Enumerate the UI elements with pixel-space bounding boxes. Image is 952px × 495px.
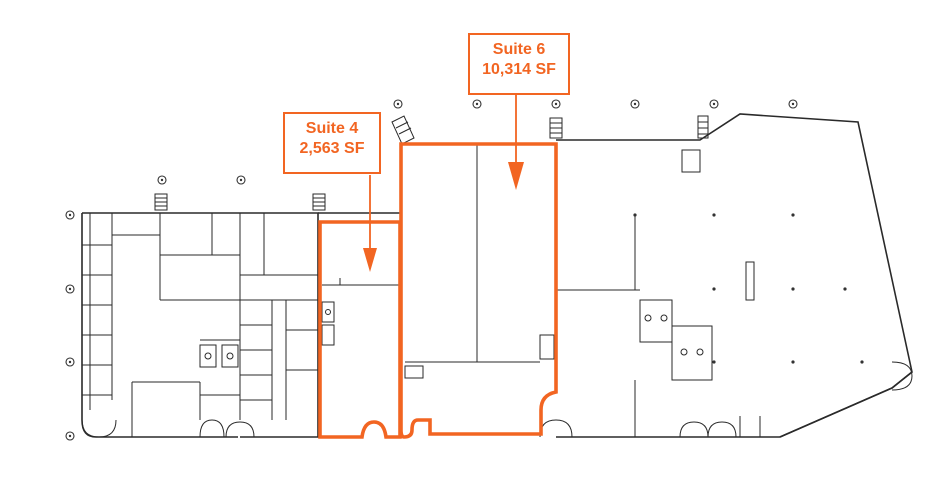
suite-interior <box>321 144 640 379</box>
right-wing-interior <box>633 213 864 437</box>
suite-4-arrowhead <box>363 248 377 272</box>
suite-6-callout: Suite 6 10,314 SF <box>468 33 570 95</box>
left-wing-interior <box>82 213 318 437</box>
column-grid-markers <box>65 99 798 441</box>
suite-highlights <box>318 94 558 439</box>
suite-4-outline <box>318 220 402 439</box>
suite-6-label: Suite 6 <box>492 41 546 58</box>
suite-6-area: 10,314 SF <box>482 61 556 78</box>
suite-6-outline <box>399 142 558 439</box>
building-outline <box>81 113 913 438</box>
suite-6-arrowhead <box>508 162 524 190</box>
stair-stubs <box>154 115 709 211</box>
suite-4-callout: Suite 4 2,563 SF <box>283 112 381 174</box>
suite-4-area: 2,563 SF <box>299 140 365 157</box>
suite-4-label: Suite 4 <box>305 120 359 137</box>
